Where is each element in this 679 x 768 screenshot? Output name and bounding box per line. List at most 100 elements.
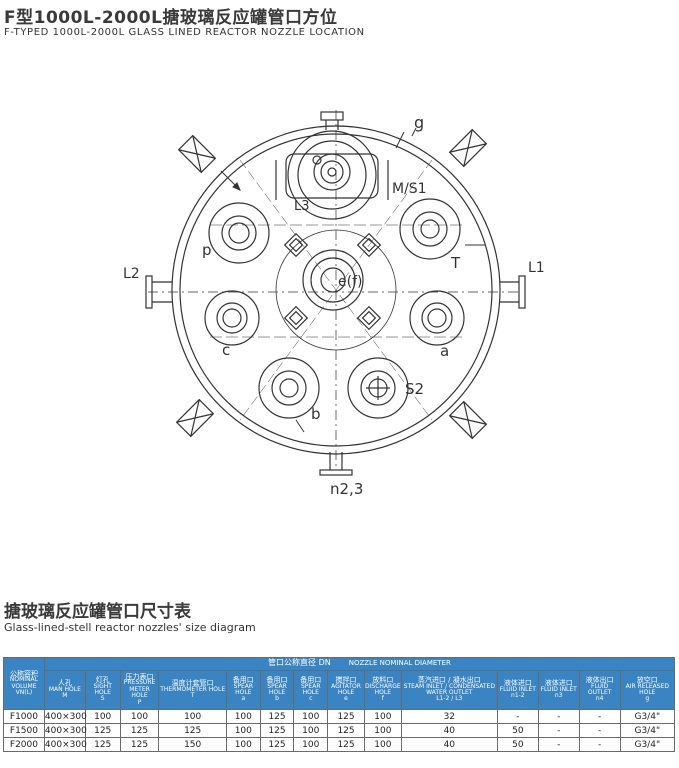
table-cell: 125: [259, 723, 295, 738]
label-l2: L2: [123, 266, 140, 282]
table-cell: 32: [400, 709, 498, 724]
table-cell: 100: [225, 723, 261, 738]
table-cell: F1000: [3, 709, 45, 724]
table-cell: -: [578, 737, 621, 752]
nozzle-location-drawing: g M/S1 L3 p T L2 L1 e(f) c a S2 b n2,3: [123, 110, 545, 498]
label-t: T: [450, 254, 461, 272]
section-title-cn: 搪玻璃反应罐管口尺寸表: [4, 602, 191, 622]
table-cell: -: [537, 737, 580, 752]
page-title-en: F-TYPED 1000L-2000L GLASS LINED REACTOR …: [4, 27, 365, 38]
section-title-en: Glass-lined-stell reactor nozzles' size …: [4, 621, 256, 634]
table-cell: 100: [363, 737, 402, 752]
nozzle-p: [208, 202, 270, 264]
table-cell: 50: [496, 737, 539, 752]
nozzle-c: [204, 290, 260, 346]
table-cell: 400×300: [43, 737, 87, 752]
table-cell: 400×300: [43, 709, 87, 724]
table-cell: 150: [158, 737, 227, 752]
table-cell: 100: [293, 737, 329, 752]
label-a: a: [440, 342, 449, 360]
table-cell: 40: [400, 723, 498, 738]
label-l3: L3: [294, 199, 310, 214]
table-cell: 125: [84, 737, 121, 752]
top-nozzle: [320, 111, 344, 130]
support-lug-ne: [449, 129, 487, 167]
support-lug-sw: [176, 399, 214, 437]
nozzle-s2: [347, 357, 409, 419]
label-b: b: [311, 405, 321, 423]
label-c: c: [222, 341, 230, 359]
table-cell: 125: [327, 709, 365, 724]
label-n23: n2,3: [330, 480, 363, 498]
table-cell: 125: [119, 737, 160, 752]
table-cell: G3/4": [619, 723, 676, 738]
table-cell: 100: [119, 709, 160, 724]
l2-flange: [145, 275, 172, 309]
table-cell: 100: [293, 723, 329, 738]
support-lug-se: [449, 401, 487, 439]
label-s2: S2: [405, 380, 424, 398]
table-cell: 125: [259, 737, 295, 752]
table-cell: F2000: [3, 737, 45, 752]
label-ms1: M/S1: [392, 181, 427, 197]
table-cell: -: [578, 709, 621, 724]
table-cell: 50: [496, 723, 539, 738]
table-cell: 125: [84, 723, 121, 738]
table-cell: 40: [400, 737, 498, 752]
table-cell: 125: [119, 723, 160, 738]
table-cell: 125: [259, 709, 295, 724]
table-cell: G3/4": [619, 709, 676, 724]
table-cell: -: [537, 709, 580, 724]
table-cell: 100: [225, 737, 261, 752]
table-cell: -: [537, 723, 580, 738]
support-lug-nw: [178, 135, 216, 173]
page-title-cn: F型1000L-2000L搪玻璃反应罐管口方位: [4, 8, 338, 28]
manhole: [275, 130, 389, 220]
nozzle-ef: [302, 249, 364, 311]
label-ef: e(f): [338, 274, 362, 290]
nozzle-a: [409, 290, 465, 346]
label-p: p: [202, 241, 212, 259]
table-cell: 100: [158, 709, 227, 724]
table-cell: 125: [158, 723, 227, 738]
table-cell: -: [496, 709, 539, 724]
table-cell: 100: [225, 709, 261, 724]
table-cell: 400×300: [43, 723, 87, 738]
table-cell: 125: [327, 737, 365, 752]
label-g: g: [414, 113, 424, 132]
table-cell: -: [578, 723, 621, 738]
nozzle-b: [258, 357, 320, 419]
table-cell: G3/4": [619, 737, 676, 752]
table-cell: 100: [363, 709, 402, 724]
bottom-nozzle: [319, 452, 353, 476]
table-cell: 100: [293, 709, 329, 724]
table-cell: 100: [84, 709, 121, 724]
label-l1: L1: [528, 260, 545, 276]
diamond-port-4: [357, 306, 381, 330]
l1-flange: [500, 275, 526, 309]
table-cell: 100: [363, 723, 402, 738]
table-cell: F1500: [3, 723, 45, 738]
volume-header: 公称容积 NOMINAL VOLUME VN(L): [3, 657, 45, 710]
table-cell: 125: [327, 723, 365, 738]
nozzle-t: [399, 198, 461, 260]
